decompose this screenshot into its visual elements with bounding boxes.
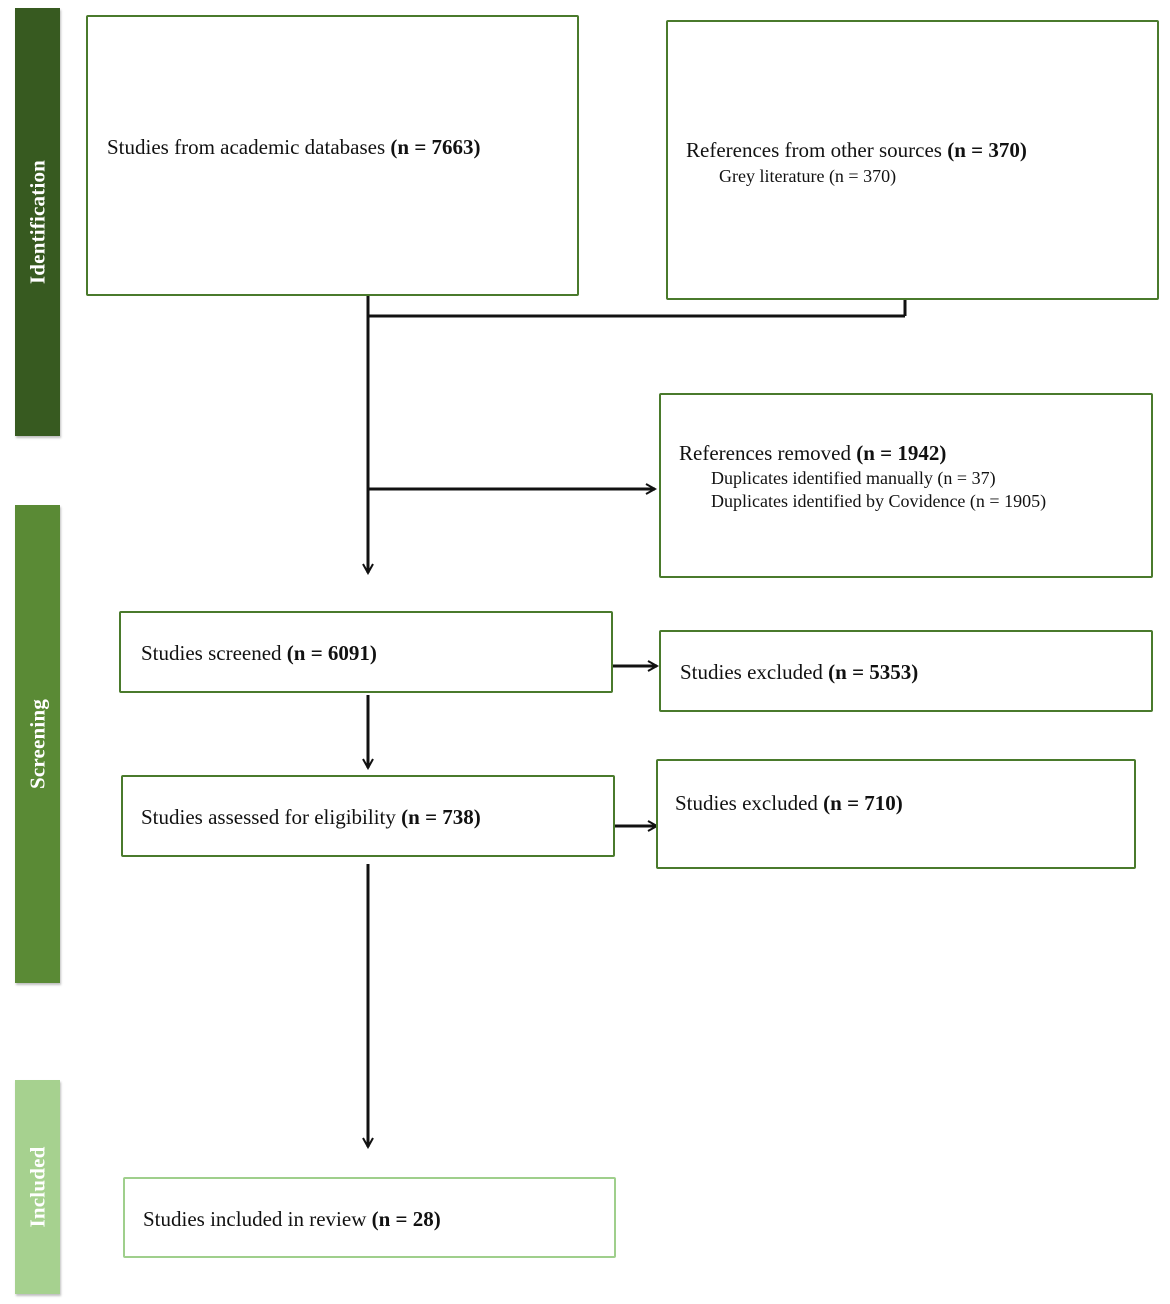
box-references-removed: References removed (n = 1942) Duplicates…: [659, 393, 1153, 578]
box-academic-databases: Studies from academic databases (n = 766…: [86, 15, 579, 296]
excluded-screen-text-line: Studies excluded (n = 5353): [680, 660, 918, 684]
included-text-line: Studies included in review (n = 28): [143, 1207, 441, 1231]
other-sources-text-line: References from other sources (n = 370): [686, 138, 1027, 162]
screened-count: (n = 6091): [286, 641, 377, 665]
removed-count: (n = 1942): [856, 441, 947, 465]
excluded-elig-text-line: Studies excluded (n = 710): [675, 791, 903, 815]
academic-count: (n = 7663): [390, 135, 481, 159]
included-count: (n = 28): [371, 1207, 441, 1231]
phase-bar-screening: Screening: [15, 505, 60, 983]
box-studies-included: Studies included in review (n = 28): [123, 1177, 616, 1258]
phase-bar-included: Included: [15, 1080, 60, 1294]
box-studies-screened: Studies screened (n = 6091): [119, 611, 613, 693]
duplicates-covidence-line: Duplicates identified by Covidence (n = …: [711, 491, 1047, 511]
excluded-elig-count: (n = 710): [823, 791, 903, 815]
academic-text-line: Studies from academic databases (n = 766…: [107, 135, 481, 159]
screened-text-line: Studies screened (n = 6091): [141, 641, 377, 665]
removed-label: References removed: [679, 441, 851, 465]
box-studies-excluded-eligibility: Studies excluded (n = 710): [656, 759, 1136, 869]
other-sources-count: (n = 370): [947, 138, 1027, 162]
box-other-sources: References from other sources (n = 370) …: [666, 20, 1159, 300]
eligibility-text-line: Studies assessed for eligibility (n = 73…: [141, 805, 481, 829]
removed-text-line: References removed (n = 1942): [679, 441, 946, 465]
eligibility-count: (n = 738): [401, 805, 481, 829]
excluded-elig-label: Studies excluded: [675, 791, 818, 815]
box-studies-excluded-screening: Studies excluded (n = 5353): [659, 630, 1153, 712]
excluded-screen-label: Studies excluded: [680, 660, 823, 684]
excluded-screen-count: (n = 5353): [828, 660, 919, 684]
other-sources-label: References from other sources: [686, 138, 942, 162]
included-label: Studies included in review: [143, 1207, 367, 1231]
screened-label: Studies screened: [141, 641, 282, 665]
grey-literature-line: Grey literature (n = 370): [719, 166, 897, 186]
academic-label: Studies from academic databases: [107, 135, 386, 159]
phase-bar-identification: Identification: [15, 8, 60, 436]
duplicates-manual-line: Duplicates identified manually (n = 37): [711, 468, 996, 488]
eligibility-label: Studies assessed for eligibility: [141, 805, 396, 829]
box-assessed-eligibility: Studies assessed for eligibility (n = 73…: [121, 775, 615, 857]
